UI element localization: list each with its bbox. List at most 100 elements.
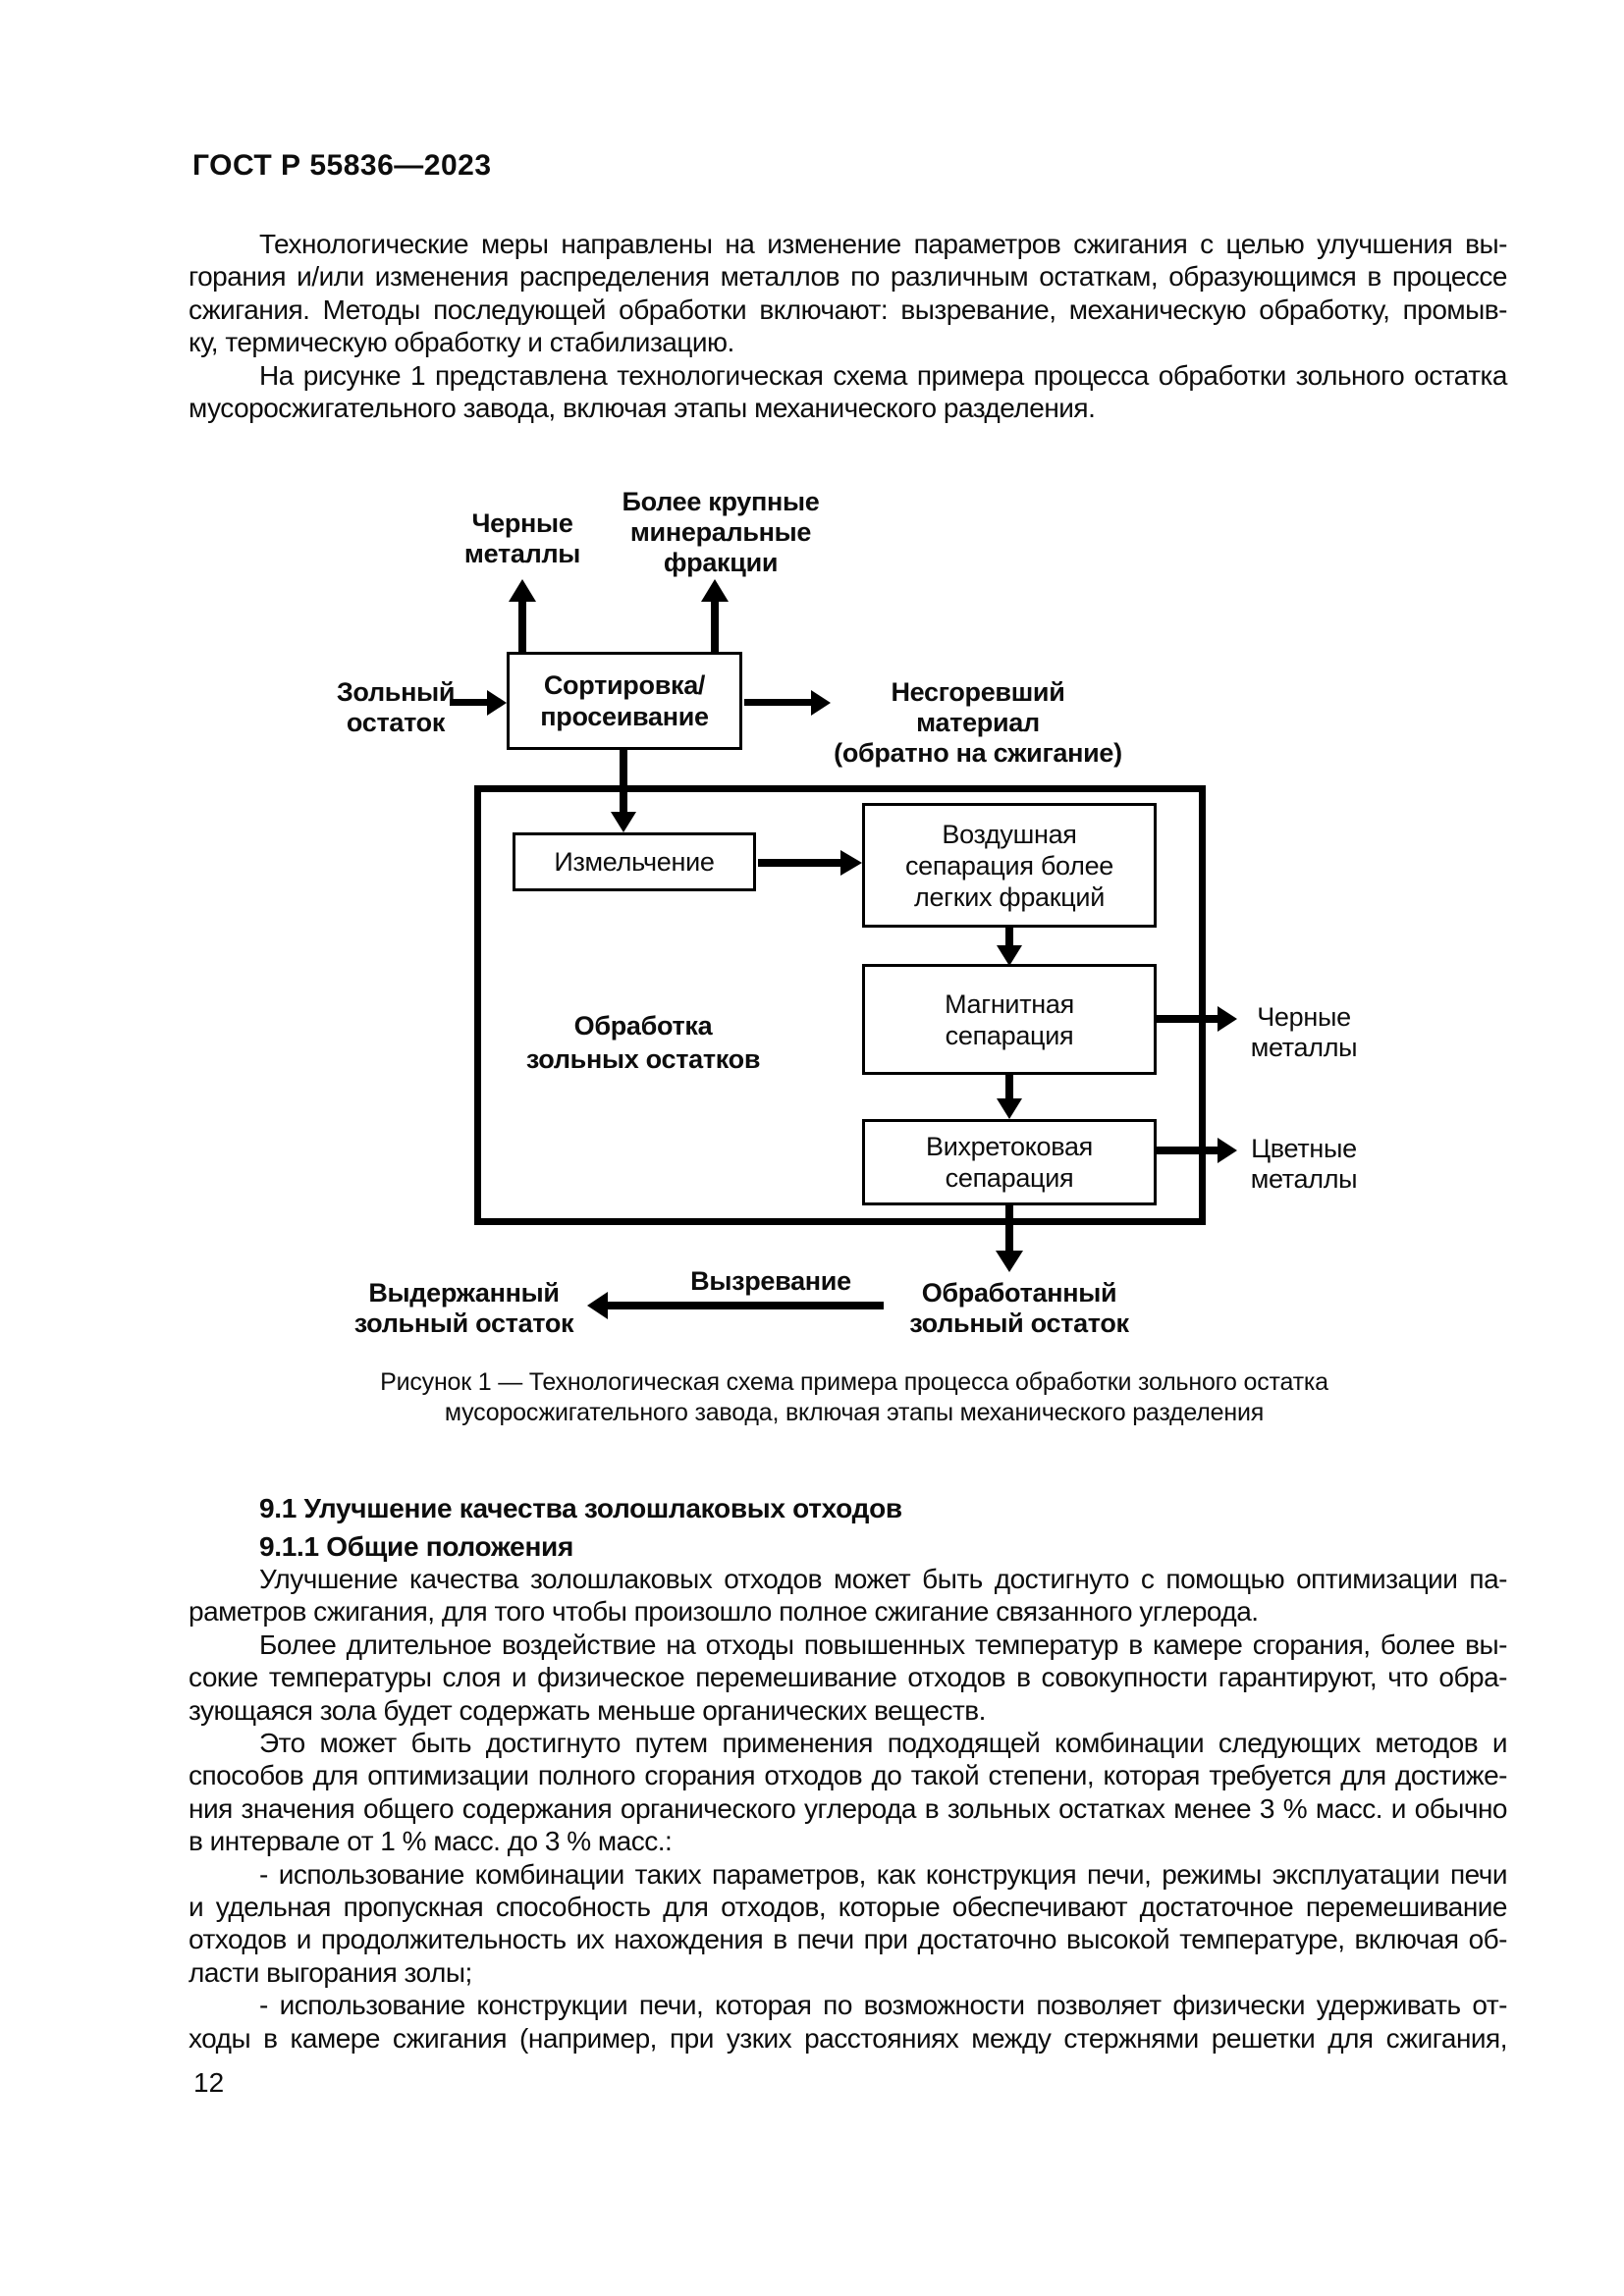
box-grinding: Измельчение [513, 832, 756, 891]
label-line: металлы [1250, 1033, 1358, 1062]
arrow-magnetic-eddy-icon [997, 1098, 1022, 1119]
label-line: металлы [1250, 1164, 1358, 1194]
arrow-up-mineral-shaft [711, 600, 719, 652]
arrow-magnetic-eddy-shaft [1005, 1075, 1013, 1100]
body-line: Улучшение качества золошлаковых отходов … [259, 1564, 1508, 1594]
arrow-air-magnetic-icon [997, 945, 1022, 966]
arrow-grind-air-icon [840, 850, 862, 876]
label-line: Более крупные [622, 487, 820, 516]
body-line: раметров сжигания, для того чтобы произо… [189, 1596, 1259, 1628]
arrow-maturation-shaft [607, 1302, 884, 1309]
arrow-maturation-icon [587, 1292, 608, 1319]
document-number: ГОСТ Р 55836—2023 [192, 149, 492, 182]
figure-flowchart: Черные металлы Более крупные минеральные… [334, 481, 1375, 1453]
body-line: способов для оптимизации полного сгорани… [189, 1760, 1508, 1791]
label-line: Черные [1257, 1002, 1351, 1032]
caption-line: Рисунок 1 — Технологическая схема пример… [380, 1368, 1328, 1396]
body-line: Это может быть достигнуто путем применен… [259, 1728, 1508, 1759]
intro-line: На рисунке 1 представлена технологическа… [259, 359, 1508, 391]
label-line: Черные [471, 508, 573, 538]
label-line: зольный остаток [353, 1308, 574, 1338]
label-treated-ash: Обработанный зольный остаток [882, 1278, 1157, 1339]
label-ferrous-metals-right: Черные металлы [1245, 1002, 1363, 1063]
arrow-ferrous-right-shaft [1157, 1015, 1218, 1023]
connector-down-shaft [620, 750, 627, 813]
label-nonferrous-metals: Цветные металлы [1245, 1134, 1363, 1195]
arrow-bottom-shaft [1005, 1205, 1013, 1253]
caption-line: мусоросжигательного завода, включая этап… [444, 1399, 1265, 1426]
box-line: просеивание [540, 702, 709, 731]
label-line: минеральные [629, 517, 812, 547]
arrow-input-shaft [450, 699, 487, 706]
body-line: Более длительное воздействие на отходы п… [259, 1629, 1508, 1660]
box-eddy-current-separation: Вихретоковая сепарация [862, 1119, 1157, 1205]
label-ash-residue-input: Зольный остаток [336, 677, 456, 738]
body-line: ласти выгорания золы; [189, 1956, 472, 1988]
box-air-separation: Воздушная сепарация более легких фракций [862, 803, 1157, 928]
label-line: Вызревание [690, 1266, 851, 1296]
figure-caption: Рисунок 1 — Технологическая схема пример… [353, 1367, 1355, 1428]
body-line: зующаяся зола будет содержать меньше орг… [189, 1694, 986, 1726]
section-heading-9-1-1: 9.1.1 Общие положения [259, 1531, 574, 1562]
intro-line: Технологические меры направлены на измен… [259, 229, 1508, 259]
label-line: остаток [346, 708, 446, 737]
arrow-ferrous-right-icon [1218, 1006, 1237, 1032]
arrow-up-mineral-icon [701, 579, 729, 602]
arrow-up-ferrous-shaft [518, 600, 526, 652]
label-line: зольный остаток [909, 1308, 1129, 1338]
box-line: сепарация [945, 1163, 1074, 1193]
label-line: Несгоревший материал [891, 677, 1065, 737]
arrow-nonferrous-icon [1218, 1138, 1237, 1163]
arrow-nonferrous-shaft [1157, 1147, 1218, 1154]
box-line: Воздушная [942, 819, 1077, 849]
label-unburnt-material: Несгоревший материал (обратно на сжигани… [831, 677, 1125, 769]
section-heading-9-1: 9.1 Улучшение качества золошлаковых отхо… [259, 1493, 902, 1523]
arrow-grind-air-shaft [758, 859, 840, 867]
arrow-unburnt-shaft [744, 699, 811, 706]
box-magnetic-separation: Магнитная сепарация [862, 964, 1157, 1075]
label-maturation: Вызревание [658, 1266, 884, 1297]
label-line: зольных остатков [525, 1044, 761, 1074]
intro-text: Технологические меры направлены на измен… [189, 228, 1508, 424]
label-line: Цветные [1251, 1134, 1357, 1163]
body-line: - использование комбинации таких парамет… [259, 1858, 1508, 1890]
body-line: ния значения общего содержания органичес… [189, 1792, 1508, 1824]
box-line: Измельчение [554, 847, 715, 877]
intro-line: сжигания. Методы последующей обработки в… [189, 294, 1508, 325]
label-line: Обработка [573, 1011, 713, 1041]
label-line: Выдержанный [368, 1278, 560, 1308]
body-line: сокие температуры слоя и физическое пере… [189, 1662, 1508, 1693]
arrow-input-icon [487, 690, 507, 716]
body-line: ходы в камере сжигания (например, при уз… [189, 2022, 1508, 2054]
label-line: фракции [663, 548, 779, 577]
arrow-up-ferrous-icon [509, 579, 536, 602]
body-line: в интервале от 1 % масс. до 3 % масс.: [189, 1826, 673, 1857]
intro-line: ку, термическую обработку и стабилизацию… [189, 327, 734, 358]
label-line: металлы [463, 539, 581, 568]
label-ferrous-metals-top: Черные металлы [424, 508, 621, 569]
connector-down-icon [611, 812, 636, 832]
section-text: 9.1 Улучшение качества золошлаковых отхо… [189, 1492, 1508, 2055]
page-number: 12 [193, 2067, 225, 2098]
body-line: отходов и продолжительность их нахождени… [189, 1924, 1508, 1955]
arrow-air-magnetic-shaft [1005, 928, 1013, 947]
box-ash-treatment-outer [474, 785, 1206, 1225]
box-line: легких фракций [913, 881, 1105, 912]
arrow-bottom-icon [996, 1251, 1023, 1272]
intro-line: мусоросжигательного завода, включая этап… [189, 393, 1096, 424]
label-ash-treatment: Обработка зольных остатков [496, 1009, 790, 1076]
box-line: Вихретоковая [925, 1132, 1093, 1161]
intro-line: горания и/или изменения распределения ме… [189, 261, 1508, 293]
label-line: Зольный [336, 677, 456, 707]
box-line: сепарация более [904, 850, 1114, 881]
box-line: Сортировка/ [543, 670, 706, 700]
label-coarse-mineral-fractions: Более крупные минеральные фракции [603, 487, 839, 578]
body-line: - использование конструкции печи, котора… [259, 1990, 1508, 2021]
label-line: (обратно на сжигание) [834, 738, 1122, 768]
box-sorting-sieving: Сортировка/ просеивание [507, 652, 742, 750]
box-line: Магнитная [945, 988, 1074, 1019]
body-line: и удельная пропускная способность для от… [189, 1892, 1508, 1923]
box-line: сепарация [945, 1020, 1074, 1050]
arrow-unburnt-icon [811, 690, 831, 716]
